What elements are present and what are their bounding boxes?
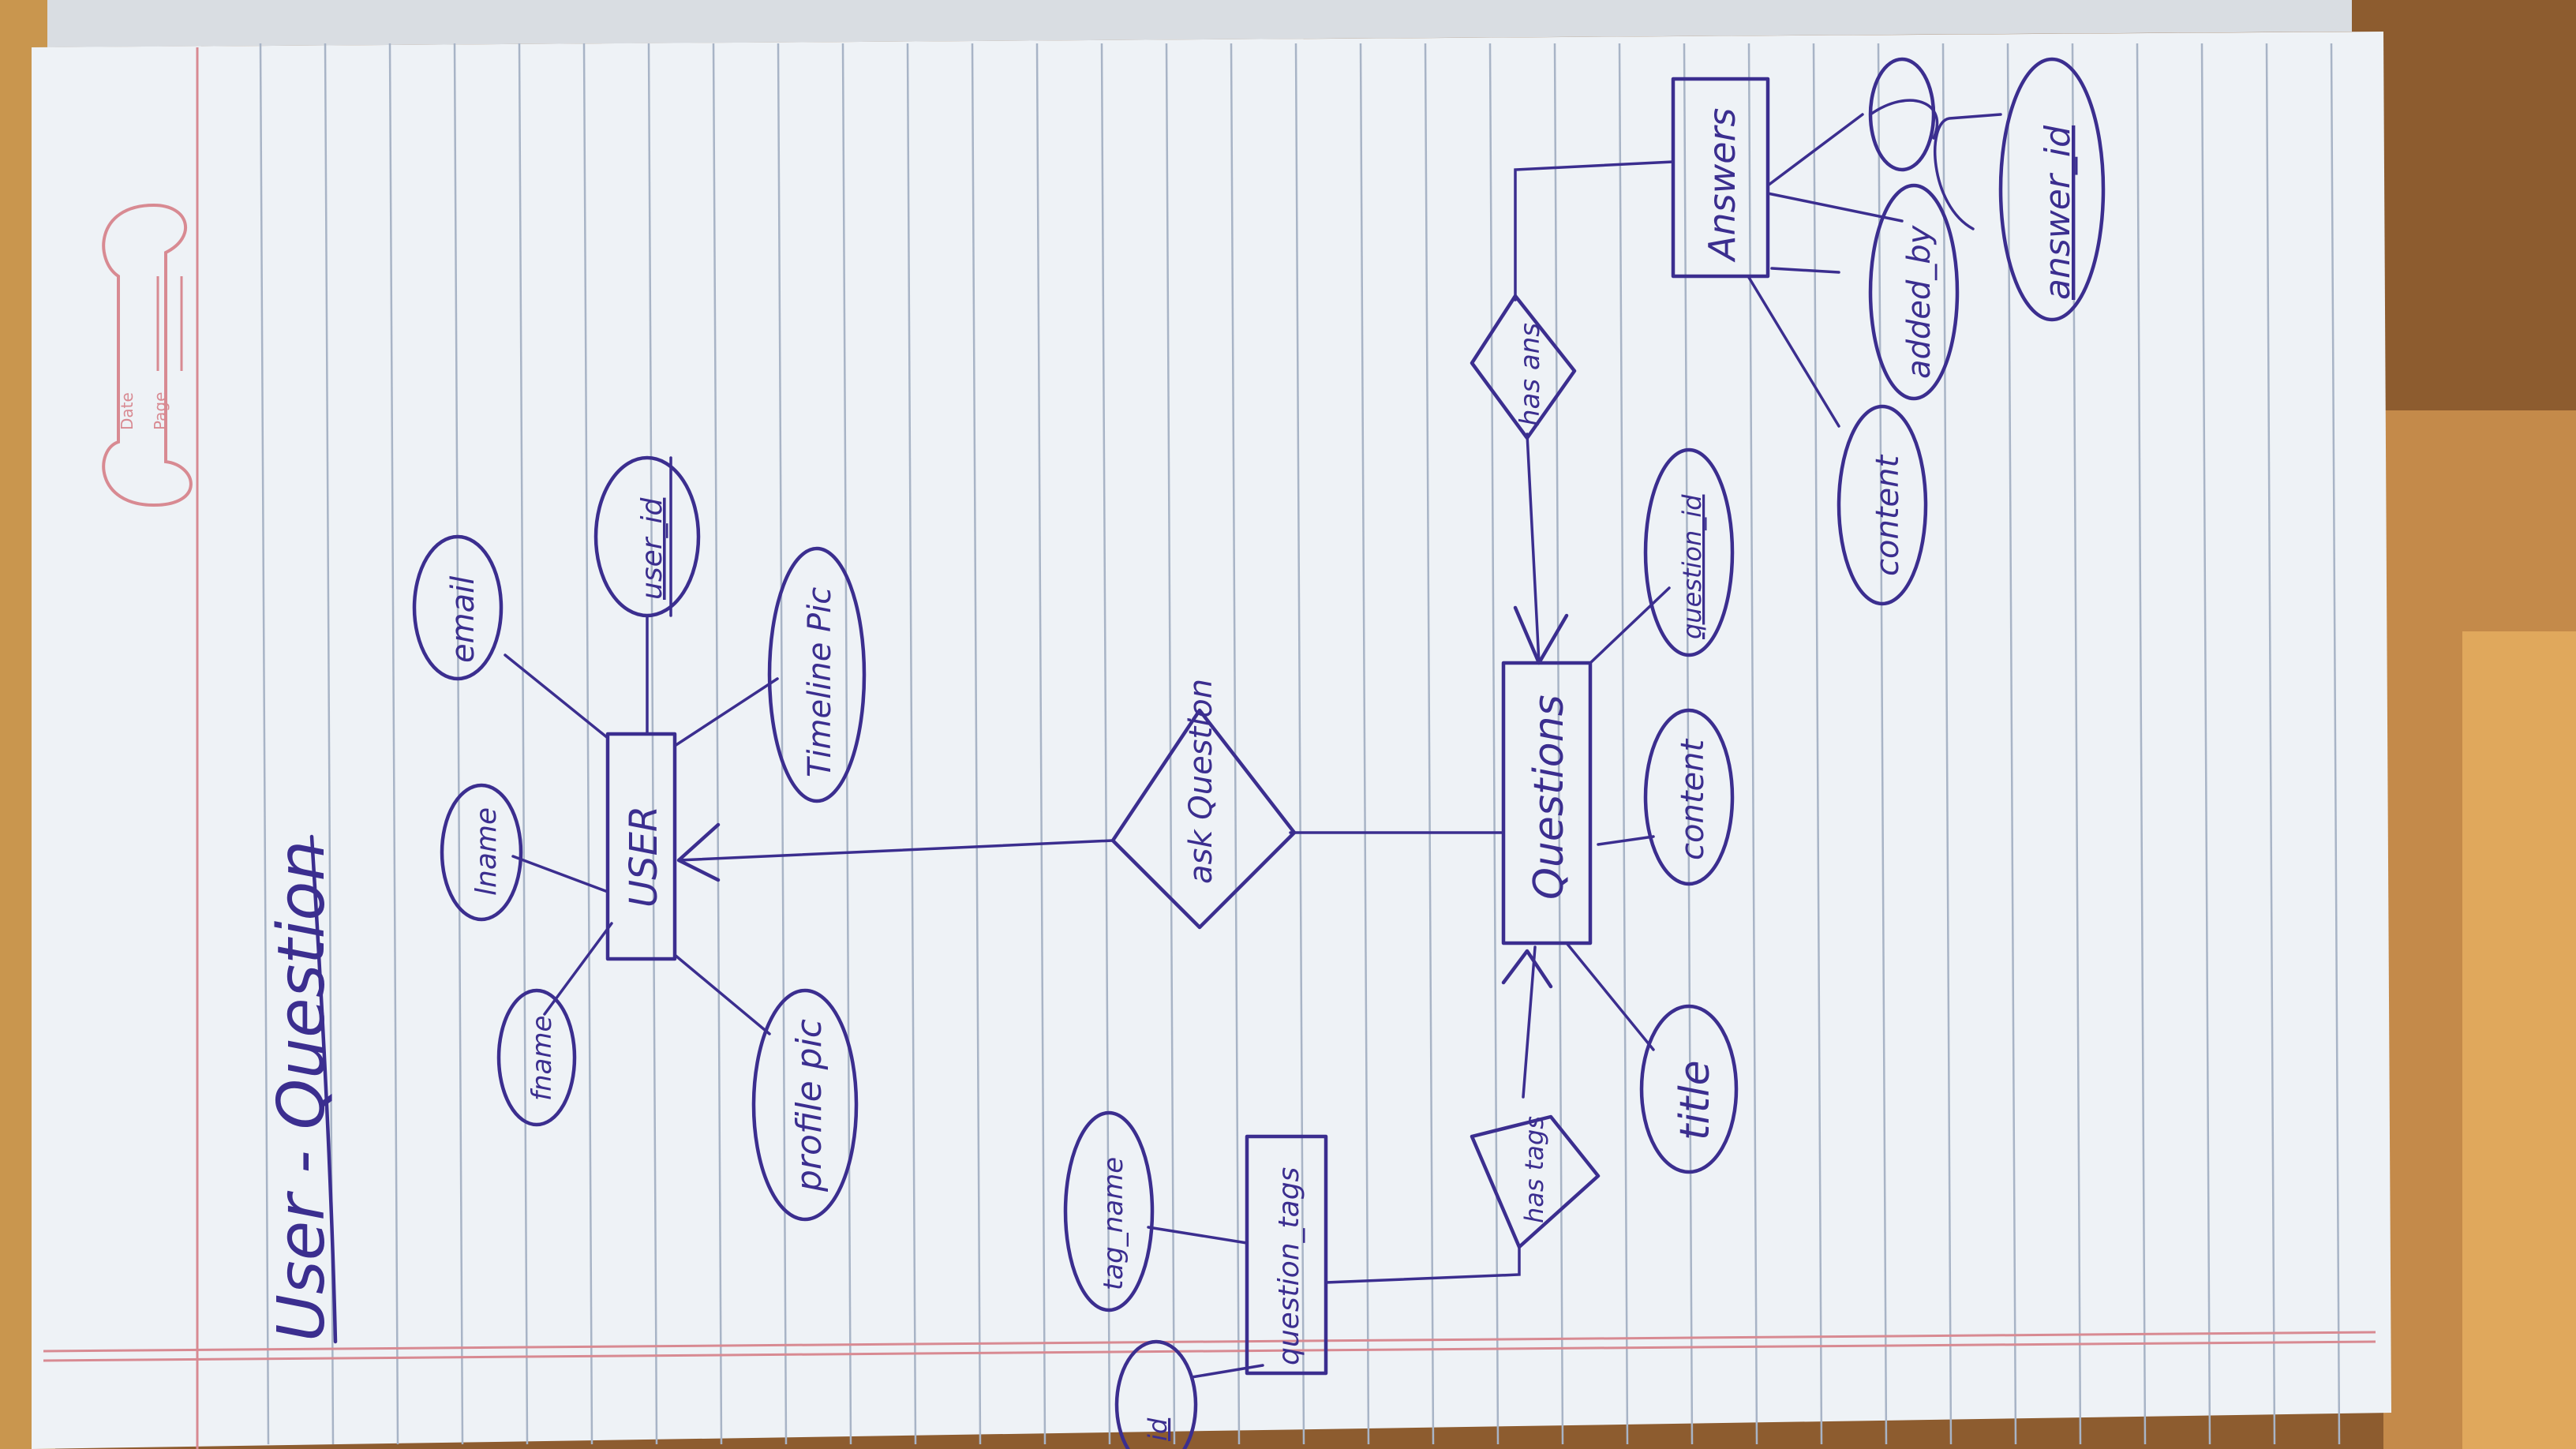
attribute-profile-pic: profile pic	[751, 988, 859, 1222]
ruled-line	[1877, 43, 1888, 1445]
attribute-added-by-label: added_by	[1901, 224, 1938, 379]
attribute-tag-name: tag_name	[1063, 1110, 1155, 1312]
relationship-has-answer-label: has ans	[1515, 323, 1546, 426]
ruled-line	[1941, 43, 1953, 1445]
attribute-timeline-pic-label: Timeline Pic	[802, 587, 838, 777]
relationship-has-tags-label: has tags	[1519, 1116, 1549, 1223]
attribute-user-id-label: user_id	[636, 496, 668, 600]
entity-questions-label: Questions	[1526, 695, 1573, 900]
diagram-title: User - Question	[264, 834, 339, 1344]
ruled-line	[1294, 43, 1305, 1445]
ruled-line	[453, 43, 464, 1445]
attribute-answer-content-label: content	[1870, 455, 1906, 576]
ruled-line	[1618, 43, 1629, 1445]
date-page-stamp: Date Page	[102, 203, 193, 507]
relationship-has-tags-diamond	[1470, 1114, 1601, 1249]
entity-questions-box	[1501, 661, 1593, 945]
date-label: Date	[118, 392, 137, 430]
ruled-line	[2006, 43, 2017, 1445]
ruled-line	[1035, 43, 1046, 1445]
ruled-line	[1100, 43, 1111, 1445]
ruled-line	[1359, 43, 1370, 1445]
attribute-title-label: title	[1672, 1060, 1719, 1140]
attribute-id: id	[1114, 1339, 1198, 1449]
entity-question-tags-box	[1245, 1134, 1328, 1376]
attribute-email-label: email	[445, 576, 481, 663]
attribute-fname: fname	[496, 988, 577, 1127]
entity-question-tags: question_tags	[1245, 1134, 1328, 1376]
attribute-answer-id-label: answer_id	[2038, 125, 2078, 300]
ruled-line	[2136, 43, 2147, 1445]
attribute-fname-label: fname	[526, 1016, 558, 1101]
attribute-email: email	[412, 534, 504, 681]
relationship-has-tags: has tags	[1470, 1114, 1601, 1249]
attribute-answer-id: answer_id	[1998, 57, 2106, 322]
entity-answers: Answers	[1671, 77, 1770, 279]
ruled-lines	[259, 43, 2341, 1445]
relationship-ask-question-diamond	[1110, 708, 1297, 930]
attribute-question-content: content	[1643, 708, 1735, 886]
attribute-question-id-label: question_id	[1677, 494, 1707, 639]
ruled-line	[647, 43, 658, 1445]
connection-lines	[504, 113, 2002, 1379]
entity-answers-label: Answers	[1701, 108, 1743, 263]
relationship-has-answer-diamond	[1470, 294, 1577, 440]
relationship-ask-question: ask Question	[1110, 679, 1297, 930]
margin-line-a	[43, 1331, 2376, 1353]
attribute-user-id: user_id	[593, 455, 701, 618]
entity-questions: Questions	[1501, 661, 1593, 945]
notebook-page	[32, 32, 2391, 1449]
relationship-ask-question-label: ask Question	[1183, 679, 1219, 884]
entity-answers-box	[1671, 77, 1770, 279]
ruled-line	[1230, 43, 1241, 1445]
ruled-line	[2265, 43, 2276, 1445]
attribute-answer-content: content	[1837, 404, 1928, 606]
entity-user-label: USER	[622, 806, 666, 908]
ruled-line	[259, 43, 270, 1445]
ruled-line	[518, 43, 529, 1445]
attribute-question-id: question_id	[1643, 447, 1735, 657]
entity-user: USER	[605, 732, 677, 961]
ruled-line	[1165, 43, 1176, 1445]
attribute-question-content-label: content	[1675, 739, 1711, 860]
back-page	[47, 0, 2352, 47]
ruled-line	[1488, 43, 1500, 1445]
attribute-timeline-pic: Timeline Pic	[767, 546, 867, 803]
ruled-line	[712, 43, 723, 1445]
ruled-line	[906, 43, 917, 1445]
attribute-lname-label: lname	[470, 807, 503, 896]
attribute-tag-name-label: tag_name	[1098, 1157, 1129, 1290]
attribute-title: title	[1639, 1004, 1739, 1174]
ruled-line	[1812, 43, 1823, 1445]
ruled-line	[2330, 43, 2341, 1445]
attribute-id-label: id	[1143, 1417, 1173, 1441]
entity-question-tags-label: question_tags	[1273, 1167, 1305, 1365]
attribute-added-by: added_by	[1868, 57, 1960, 401]
table-highlight	[2462, 631, 2576, 1449]
page-title: User - Question	[264, 841, 339, 1342]
ruled-line	[1424, 43, 1435, 1445]
ruled-line	[582, 43, 593, 1445]
ruled-line	[971, 43, 982, 1445]
page-label: Page	[151, 392, 170, 430]
ruled-line	[2071, 43, 2082, 1445]
entity-user-box	[605, 732, 677, 961]
ruled-line	[2200, 43, 2211, 1445]
attribute-profile-pic-label: profile pic	[789, 1019, 829, 1193]
ruled-line	[841, 43, 852, 1445]
attribute-lname: lname	[440, 783, 523, 922]
margin-line-b	[43, 1340, 2376, 1362]
ruled-line	[388, 43, 399, 1445]
relationship-has-answer: has ans	[1470, 294, 1577, 440]
